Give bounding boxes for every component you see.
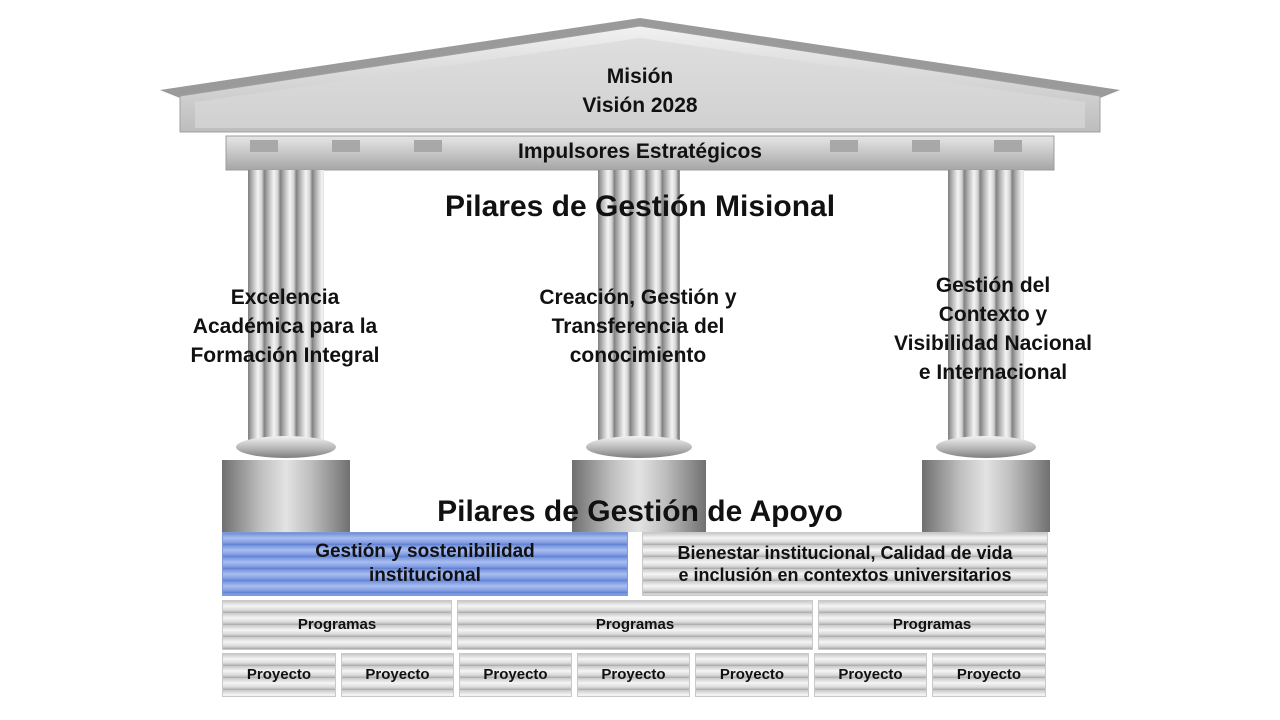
project-bar-2: Proyecto	[341, 653, 454, 697]
program-bar-1: Programas	[222, 600, 452, 650]
heading-misional: Pilares de Gestión Misional	[444, 190, 836, 223]
program-bar-3: Programas	[818, 600, 1046, 650]
project-bar-5: Proyecto	[695, 653, 809, 697]
pillar-text-right: Gestión del Contexto y Visibilidad Nacio…	[893, 274, 1092, 384]
project-bar-1: Proyecto	[222, 653, 336, 697]
project-bar-6: Proyecto	[814, 653, 927, 697]
pillar-text-left: Excelencia Académica para la Formación I…	[190, 286, 380, 367]
vision-label: Visión 2028	[582, 94, 698, 117]
program-bar-2: Programas	[457, 600, 813, 650]
column-right	[922, 170, 1050, 532]
support-bar-bienestar: Bienestar institucional, Calidad de vida…	[642, 532, 1048, 596]
support-bar-gestion: Gestión y sostenibilidad institucional	[222, 532, 628, 596]
heading-apoyo: Pilares de Gestión de Apoyo	[437, 495, 843, 528]
column-center	[572, 170, 706, 532]
roof-title: Misión Visión 2028	[440, 62, 840, 120]
project-bar-4: Proyecto	[577, 653, 690, 697]
project-bar-3: Proyecto	[459, 653, 572, 697]
pillar-text-center: Creación, Gestión y Transferencia del co…	[539, 286, 737, 367]
project-bar-7: Proyecto	[932, 653, 1046, 697]
frieze-label: Impulsores Estratégicos	[518, 140, 762, 163]
column-left	[222, 170, 350, 532]
mision-label: Misión	[606, 65, 674, 88]
